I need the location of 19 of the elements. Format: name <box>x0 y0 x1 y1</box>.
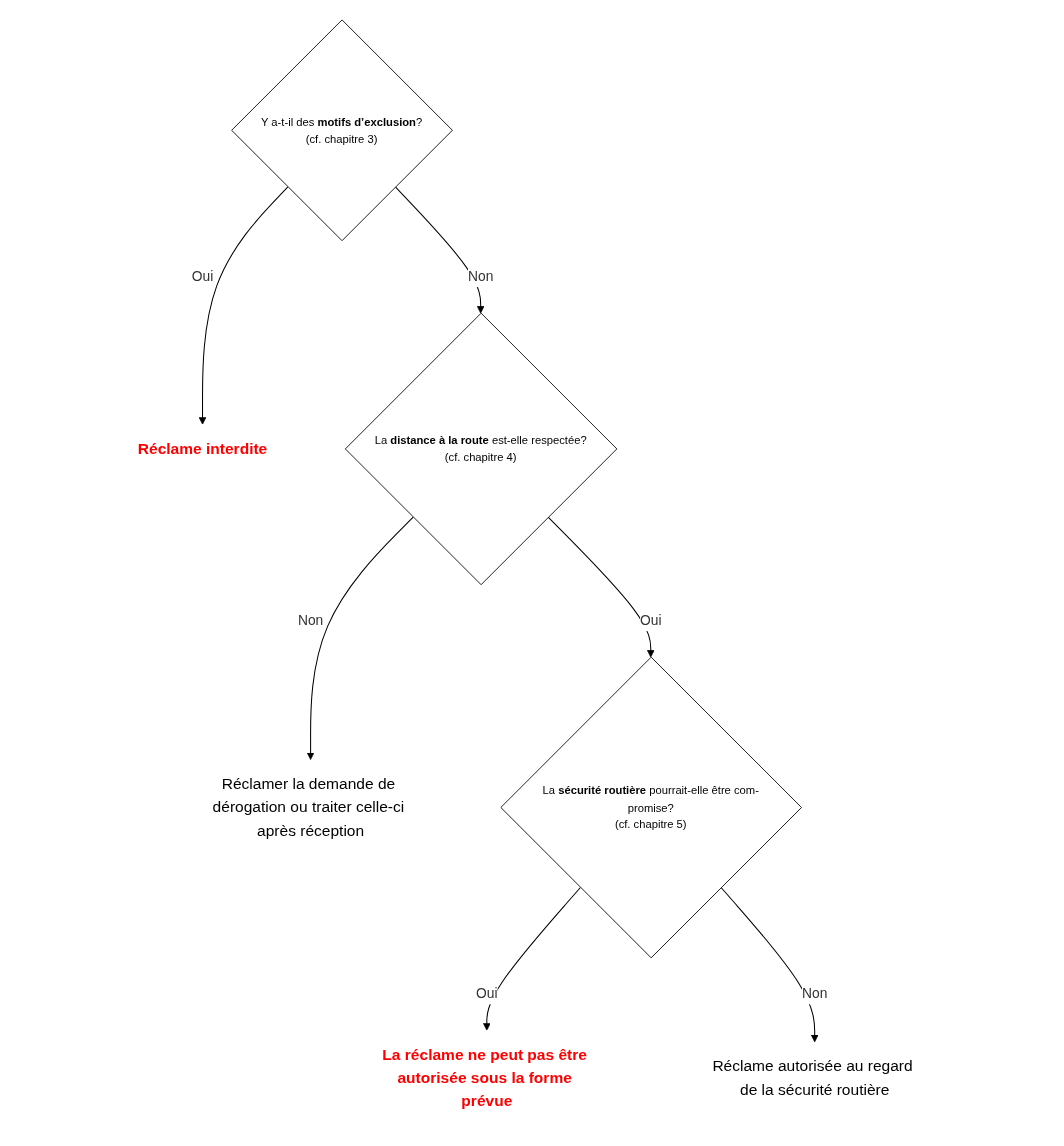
arrow <box>547 516 655 658</box>
edge-label: Oui <box>639 613 662 628</box>
edge-label: Non <box>297 613 323 628</box>
arrow <box>198 186 289 425</box>
node-diamond: Y a-t-il des motifs d’exclusion? (cf. chapitre 3) <box>230 19 453 242</box>
arrow <box>720 887 819 1043</box>
arrow <box>306 516 414 760</box>
node-text: Réclame interdite <box>137 439 267 458</box>
edge-label: Non <box>801 986 828 1001</box>
node-text: La réclame ne peut pas être autorisée sous la forme prévue <box>382 1045 587 1110</box>
node-diamond: La distance à la route est-elle respectée? (cf. chapitre 4) <box>344 312 617 586</box>
edge-label: Oui <box>475 986 498 1001</box>
node-text: Réclame autorisée au regard de la sécurité routière <box>712 1057 913 1099</box>
node-diamond: La sécurité routière pourrait-elle être com-promise? (cf. chapitre 5) <box>500 656 802 959</box>
edge-label: Non <box>467 269 494 284</box>
edge-label: Oui <box>191 269 213 284</box>
node-text: Réclamer la demande de dérogation ou traiter celle-ci après réception <box>212 775 404 839</box>
arrow <box>482 887 581 1031</box>
arrow <box>394 186 485 314</box>
